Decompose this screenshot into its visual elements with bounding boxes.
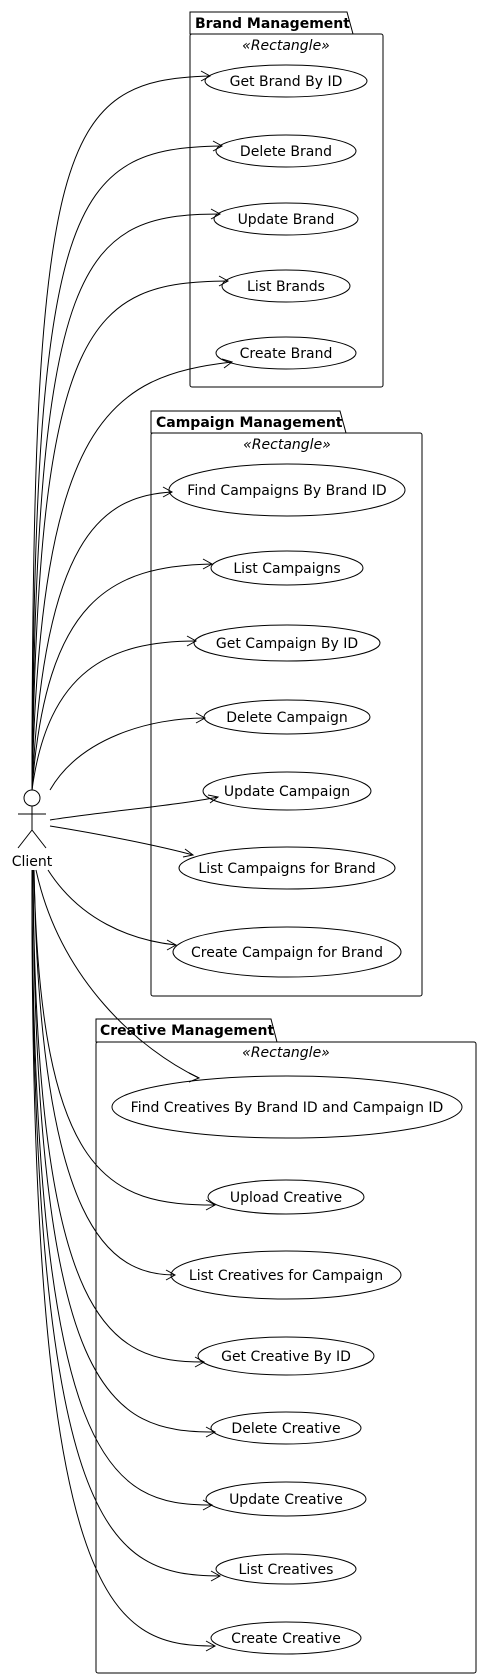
use-case-label: Create Brand [240, 346, 333, 362]
use-case-delete-campaign[interactable]: Delete Campaign [203, 699, 371, 735]
use-case-list-brands[interactable]: List Brands [221, 269, 351, 303]
edge-update-creative [31, 869, 214, 1511]
use-case-label: List Creatives [239, 1562, 334, 1578]
use-case-list-creatives-for-campaign[interactable]: List Creatives for Campaign [170, 1250, 402, 1300]
stick-figure-icon [17, 789, 47, 849]
use-case-label: Delete Brand [240, 144, 332, 160]
use-case-label: Upload Creative [230, 1190, 342, 1206]
use-case-delete-brand[interactable]: Delete Brand [215, 134, 357, 168]
edge-create-brand [31, 358, 234, 791]
edge-list-creatives-for-campaign [33, 869, 177, 1281]
edge-list-brands [31, 275, 230, 791]
actor-client[interactable]: Client [12, 789, 53, 870]
use-case-list-campaigns-for-brand[interactable]: List Campaigns for Brand [178, 846, 396, 890]
edge-get-creative-by-id [32, 869, 206, 1368]
use-case-label: Get Creative By ID [221, 1349, 351, 1365]
package-stereotype: «Rectangle» [242, 1045, 330, 1061]
use-case-get-creative-by-id[interactable]: Get Creative By ID [197, 1336, 375, 1376]
use-case-label: List Brands [247, 279, 325, 295]
use-case-create-campaign-for-brand[interactable]: Create Campaign for Brand [172, 926, 402, 978]
edge-get-campaign-by-id [31, 635, 198, 791]
use-case-update-creative[interactable]: Update Creative [205, 1481, 367, 1517]
edge-update-brand [31, 208, 222, 791]
package-stereotype: «Rectangle» [243, 437, 331, 453]
edge-upload-creative [33, 869, 217, 1211]
use-case-list-campaigns[interactable]: List Campaigns [210, 550, 364, 586]
use-case-delete-creative[interactable]: Delete Creative [210, 1411, 362, 1445]
use-case-label: Delete Campaign [226, 710, 348, 726]
edge-delete-campaign [49, 712, 207, 791]
use-case-label: Find Campaigns By Brand ID [187, 483, 386, 499]
use-case-create-creative[interactable]: Create Creative [210, 1621, 362, 1655]
use-case-label: Get Brand By ID [230, 74, 343, 90]
use-case-get-campaign-by-id[interactable]: Get Campaign By ID [193, 624, 381, 662]
use-case-label: Delete Creative [231, 1421, 340, 1437]
use-case-upload-creative[interactable]: Upload Creative [207, 1179, 365, 1215]
edge-create-creative [31, 869, 217, 1652]
edge-update-campaign [49, 794, 220, 821]
use-case-list-creatives[interactable]: List Creatives [215, 1553, 357, 1585]
use-case-label: Update Campaign [224, 784, 350, 800]
use-case-label: List Campaigns [233, 561, 340, 577]
use-case-find-campaigns-by-brand-id[interactable]: Find Campaigns By Brand ID [168, 463, 406, 517]
edge-list-campaigns [31, 558, 214, 791]
associations [31, 70, 234, 1652]
use-case-label: List Creatives for Campaign [189, 1268, 383, 1284]
use-case-label: Update Creative [229, 1492, 343, 1508]
edge-create-campaign-for-brand [47, 869, 178, 951]
use-case-get-brand-by-id[interactable]: Get Brand By ID [204, 64, 368, 98]
use-case-find-creatives-by-brand-id-and-campaign-id[interactable]: Find Creatives By Brand ID and Campaign … [111, 1075, 463, 1139]
package-title: Campaign Management [156, 415, 343, 431]
edge-delete-creative [32, 869, 217, 1438]
edge-get-brand-by-id [31, 70, 212, 791]
edge-find-campaigns-by-brand-id [31, 486, 174, 791]
actor-label: Client [12, 854, 53, 870]
use-case-label: Update Brand [238, 212, 335, 228]
use-case-label: Find Creatives By Brand ID and Campaign … [131, 1100, 444, 1116]
use-case-label: Create Campaign for Brand [191, 945, 383, 961]
use-case-label: Create Creative [231, 1631, 341, 1647]
use-case-label: List Campaigns for Brand [198, 861, 375, 877]
edge-find-creatives-by-brand-id-and-campaign-id [35, 869, 201, 1083]
edge-delete-brand [31, 140, 224, 791]
use-case-update-campaign[interactable]: Update Campaign [202, 771, 372, 811]
edge-list-campaigns-for-brand [49, 825, 195, 858]
package-stereotype: «Rectangle» [242, 38, 330, 54]
use-case-create-brand[interactable]: Create Brand [215, 336, 357, 370]
edge-list-creatives [31, 869, 222, 1582]
package-title: Creative Management [100, 1023, 274, 1039]
package-title: Brand Management [195, 16, 350, 32]
use-case-label: Get Campaign By ID [216, 636, 358, 652]
use-case-update-brand[interactable]: Update Brand [213, 202, 359, 236]
